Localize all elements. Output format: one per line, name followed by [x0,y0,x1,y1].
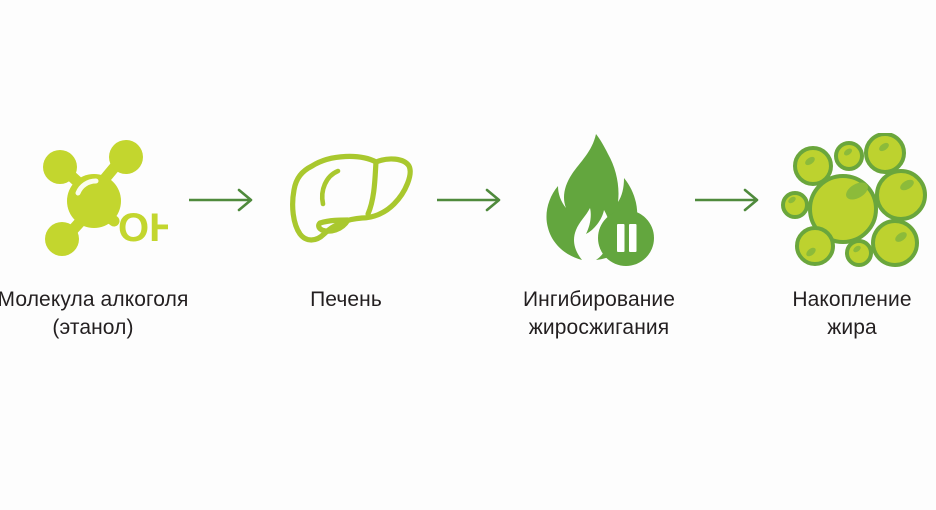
fat-globule-bottom-left [795,225,835,266]
molecule-atom-upper-right [109,140,143,174]
arrow-right-icon [437,188,501,212]
molecule-atom-lower-left [45,222,79,256]
fat-globules-icon [777,130,927,270]
molecule-icon-svg: OH [43,140,168,256]
pause-bar-left [617,224,625,252]
arrow-2 [430,130,510,270]
arrow-3 [688,130,768,270]
step-label-alcohol-molecule: Молекула алкоголя (этанол) [0,288,189,339]
step-label-liver: Печень [310,288,382,311]
fat-globule-bottom-small [845,238,873,267]
molecule-icon: OH [18,130,168,270]
fat-globule-left-tiny [781,190,809,219]
step-fat-burning-inhibition: Ингибирование жиросжигания [510,130,688,341]
molecule-atom-upper-left [43,150,77,184]
liver-icon [271,130,421,270]
arrow-1 [182,130,262,270]
fat-globule-top-small [834,140,864,171]
step-fat-accumulation: Накопление жира [768,130,936,341]
fat-globule-right-large [875,168,927,221]
arrow-right-icon [695,188,759,212]
step-liver: Печень [262,130,430,314]
arrow-right-icon [189,188,253,212]
flame-pause-icon-svg [546,134,654,266]
fat-globule-top-right [864,132,906,174]
step-label-fat-accumulation: Накопление жира [792,288,912,339]
fat-globules-icon-svg [781,132,927,267]
liver-icon-svg [290,153,413,243]
step-label-fat-burning-inhibition: Ингибирование жиросжигания [522,288,676,339]
pause-bar-right [629,224,637,252]
molecule-oh-label: OH [118,206,168,250]
flame-pause-icon [524,130,674,270]
fat-globule-lower-right [871,218,919,267]
step-alcohol-molecule: OH Молекула алкоголя (этанол) [0,130,188,341]
fat-globule-upper-left [793,145,833,186]
pause-badge-circle [598,210,654,266]
process-flow: OH Молекула алкоголя (этанол) [0,130,936,360]
